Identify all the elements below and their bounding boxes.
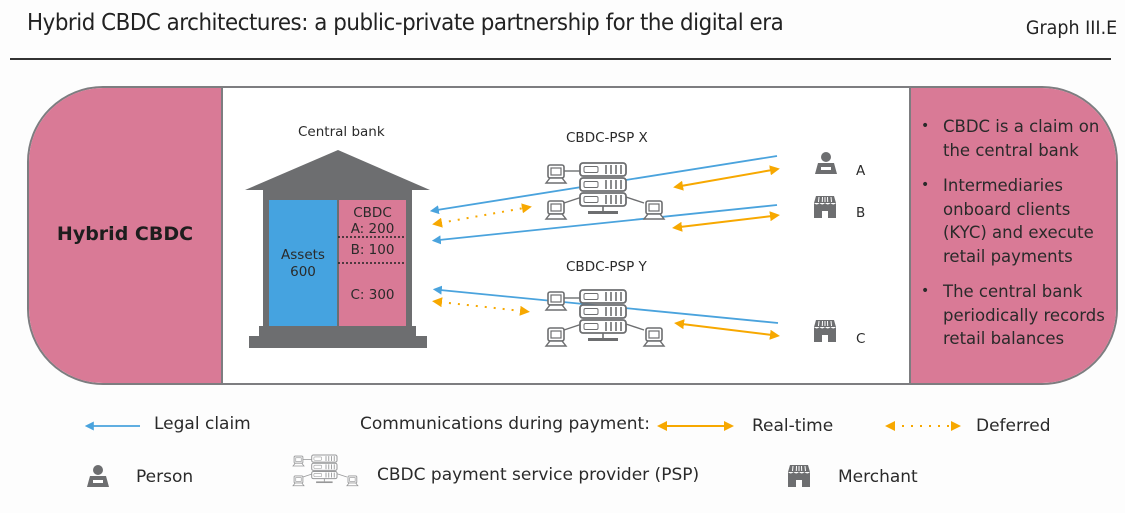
bank-base (249, 336, 427, 348)
right-panel: • CBDC is a claim on the central bank • … (909, 88, 1116, 383)
legend-communications-heading: Communications during payment: (360, 414, 650, 434)
merchant-icon (813, 319, 837, 343)
legal-claim-arrow (431, 204, 778, 245)
deferred-arrow (432, 297, 530, 316)
bullet-text: CBDC is a claim on the central bank (943, 117, 1100, 160)
graph-id: Graph III.E (1025, 17, 1117, 39)
assets-block (269, 200, 337, 326)
central-bank-building (245, 150, 430, 348)
real-time-arrow (672, 211, 780, 232)
real-time-arrow (673, 165, 780, 191)
person-icon (815, 152, 837, 174)
legend-psp-icon (293, 455, 358, 486)
legend-deferred: Deferred (976, 416, 1051, 436)
left-panel: Hybrid CBDC (29, 88, 223, 383)
legend-person-icon (87, 465, 109, 487)
bank-step (259, 326, 416, 336)
bullet-dot: • (921, 118, 930, 134)
bullet-text: Intermediaries onboard clients (KYC) and… (943, 176, 1094, 266)
bullet-item: • Intermediaries onboard clients (KYC) a… (921, 174, 1106, 268)
balance-b: B: 100 (350, 242, 395, 258)
assets-label: Assets (281, 247, 325, 263)
balance-a: A: 200 (350, 221, 395, 237)
client-b-label: B (856, 205, 866, 221)
assets-value: 600 (290, 264, 316, 280)
cbdc-label: CBDC (353, 205, 392, 221)
client-a-label: A (856, 163, 866, 179)
legend-psp: CBDC payment service provider (PSP) (377, 465, 700, 485)
legend-real-time: Real-time (752, 416, 834, 436)
bullet-text: The central bank periodically records re… (943, 282, 1105, 348)
central-bank-label: Central bank (298, 124, 385, 140)
diagram-frame: Hybrid CBDC • CBDC is a claim on the cen… (27, 86, 1118, 385)
bullet-dot: • (921, 283, 930, 299)
psp-y-icon (546, 290, 664, 346)
title-rule (10, 58, 1111, 60)
legend-merchant: Merchant (838, 467, 918, 487)
bank-roof (245, 150, 430, 190)
client-c-label: C (856, 331, 866, 347)
real-time-arrow (674, 319, 780, 340)
bullet-item: • The central bank periodically records … (921, 280, 1106, 351)
psp-x-icon (546, 163, 664, 219)
architecture-label: Hybrid CBDC (56, 222, 194, 245)
legend-person: Person (136, 467, 194, 487)
balance-c: C: 300 (350, 287, 395, 303)
page-title: Hybrid CBDC architectures: a public-priv… (27, 10, 784, 36)
psp-x-label: CBDC-PSP X (566, 130, 648, 146)
legend-legal-claim: Legal claim (154, 414, 251, 434)
legend-merchant-icon (787, 464, 811, 488)
psp-y-label: CBDC-PSP Y (566, 259, 647, 275)
bullet-item: • CBDC is a claim on the central bank (921, 115, 1106, 162)
deferred-arrow (432, 203, 532, 228)
bullet-dot: • (921, 177, 930, 193)
merchant-icon (813, 195, 837, 219)
